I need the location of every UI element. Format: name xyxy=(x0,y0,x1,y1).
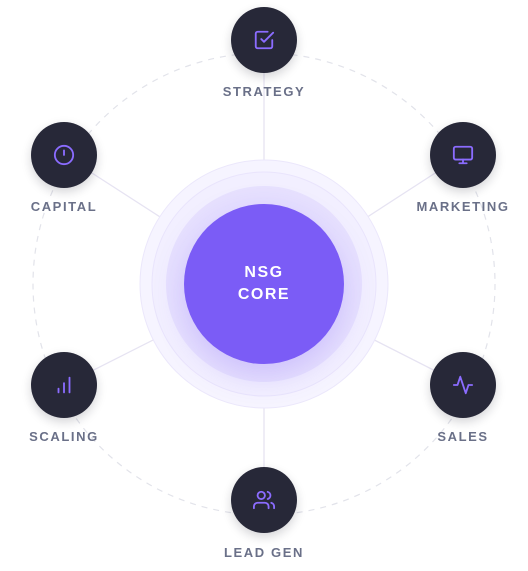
label-strategy: STRATEGY xyxy=(222,84,306,99)
activity-pulse-icon xyxy=(452,375,474,395)
bar-chart-icon xyxy=(57,376,71,394)
node-lead-gen[interactable] xyxy=(231,467,297,533)
monitor-icon xyxy=(452,145,474,165)
node-marketing[interactable] xyxy=(430,122,496,188)
clock-circle-icon xyxy=(53,144,75,166)
core-label-line1: NSG xyxy=(244,264,284,281)
node-scaling[interactable] xyxy=(31,352,97,418)
core-circle: NSG CORE xyxy=(184,204,344,364)
node-sales[interactable] xyxy=(430,352,496,418)
label-marketing: MARKETING xyxy=(416,199,510,214)
core-label-line2: CORE xyxy=(237,286,291,303)
label-scaling: SCALING xyxy=(29,429,99,444)
node-capital[interactable] xyxy=(31,122,97,188)
label-capital: CAPITAL xyxy=(30,199,98,214)
users-icon xyxy=(253,490,275,510)
edit-checkbox-icon xyxy=(254,30,275,50)
label-lead-gen: LEAD GEN xyxy=(224,545,304,560)
node-strategy[interactable] xyxy=(231,7,297,73)
label-sales: SALES xyxy=(437,429,489,444)
